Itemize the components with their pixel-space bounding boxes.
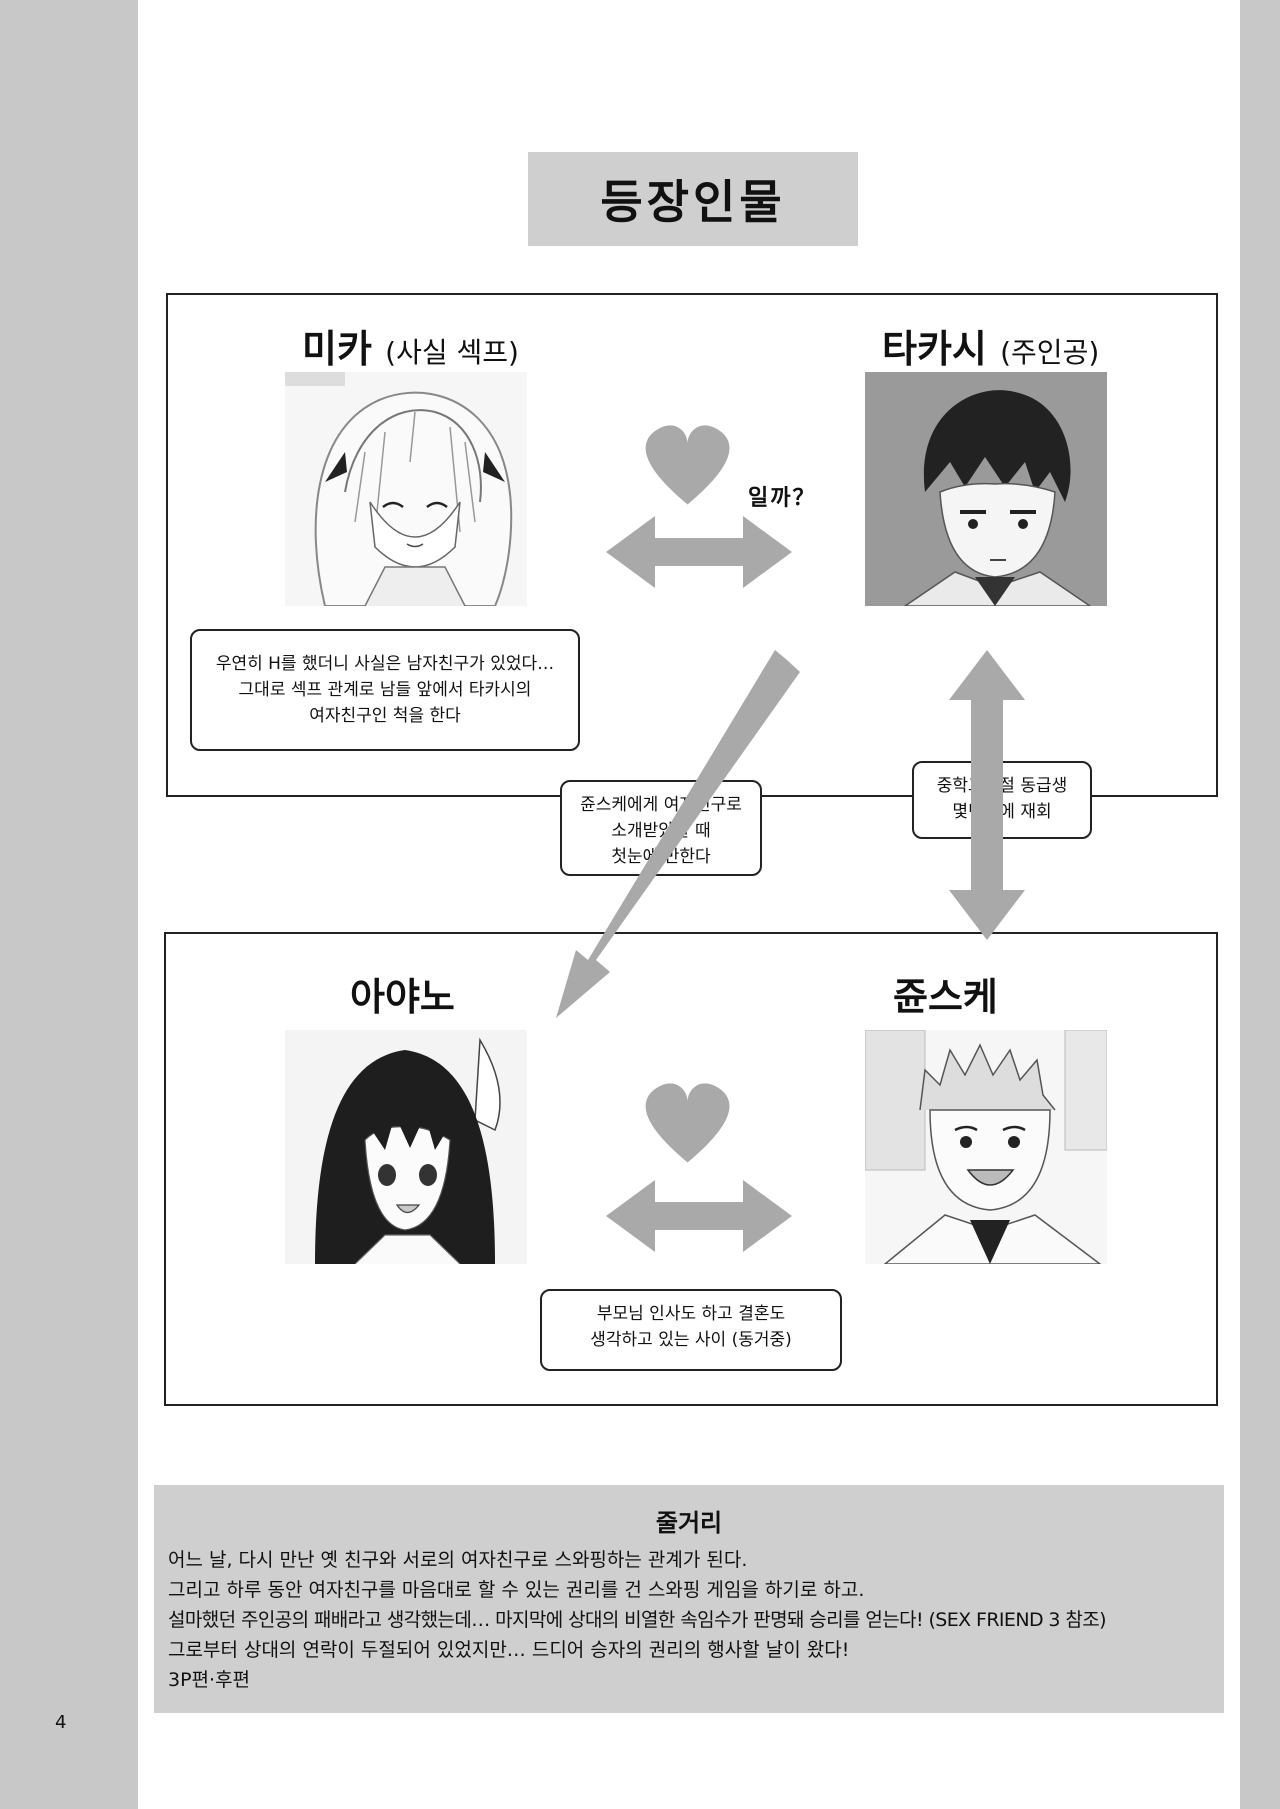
junsuke-intro-note: 쥰스케에게 여자친구로 소개받았을 때 첫눈에 반한다 [560,780,762,876]
synopsis-line: 어느 날, 다시 만난 옛 친구와 서로의 여자친구로 스와핑하는 관계가 된다… [168,1549,748,1571]
note-line: 그대로 섹프 관계로 남들 앞에서 타카시의 [238,680,532,700]
note-line: 첫눈에 반한다 [611,847,711,867]
synopsis-line: 그리고 하루 동안 여자친구를 마음대로 할 수 있는 권리를 건 스와핑 게임… [168,1579,865,1601]
classmate-reunion-note: 중학교시절 동급생 몇년만에 재회 [912,761,1092,839]
couple-relationship-note: 부모님 인사도 하고 결혼도 생각하고 있는 사이 (동거중) [540,1289,842,1371]
synopsis-line: 그로부터 상대의 연락이 두절되어 있었지만… 드디어 승자의 권리의 행사할 … [168,1639,850,1661]
ayano-portrait [285,1030,527,1264]
page-number: 4 [55,1712,67,1733]
note-line: 중학교시절 동급생 [936,776,1068,796]
note-line: 생각하고 있는 사이 (동거중) [590,1330,792,1350]
note-line: 몇년만에 재회 [952,802,1052,822]
ayano-name-label: 아야노 [350,975,455,1019]
junsuke-portrait [865,1030,1107,1264]
note-line: 쥰스케에게 여자친구로 [580,795,742,815]
note-line: 우연히 H를 했더니 사실은 남자친구가 있었다… [215,654,555,674]
mika-relationship-note: 우연히 H를 했더니 사실은 남자친구가 있었다… 그대로 섹프 관계로 남들 … [190,629,580,751]
note-line: 부모님 인사도 하고 결혼도 [596,1304,786,1324]
manga-page: 등장인물 미카 (사실 섹프) 타카시 (주인공) 아야노 쥰스케 [138,0,1240,1809]
synopsis-text: 어느 날, 다시 만난 옛 친구와 서로의 여자친구로 스와핑하는 관계가 된다… [168,1545,1214,1695]
heart-question-label: 일까？ [748,486,817,511]
synopsis-box: 줄거리 어느 날, 다시 만난 옛 친구와 서로의 여자친구로 스와핑하는 관계… [154,1485,1224,1713]
takashi-portrait [865,372,1107,606]
note-line: 여자친구인 척을 한다 [309,706,461,726]
mika-name-label: 미카 (사실 섹프) [302,327,519,371]
synopsis-line: 설마했던 주인공의 패배라고 생각했는데… 마지막에 상대의 비열한 속임수가 … [168,1609,1107,1631]
takashi-name-label: 타카시 (주인공) [882,327,1100,371]
synopsis-heading: 줄거리 [655,1509,723,1537]
mika-portrait [285,372,527,606]
note-line: 소개받았을 때 [611,821,711,841]
synopsis-line: 3P편·후편 [168,1669,251,1691]
page-title: 등장인물 [528,152,858,246]
junsuke-name-label: 쥰스케 [893,975,998,1019]
